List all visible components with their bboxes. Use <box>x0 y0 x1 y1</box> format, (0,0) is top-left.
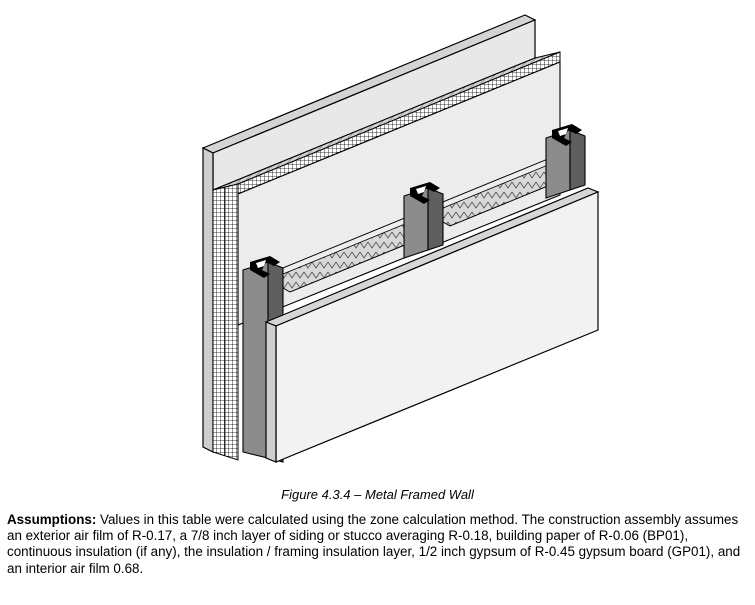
assumptions-paragraph: Assumptions: Values in this table were c… <box>7 512 749 577</box>
metal-stud-right <box>545 124 586 199</box>
sheathing-layers <box>212 51 561 461</box>
exterior-siding-panel <box>201 14 537 453</box>
assumptions-text: Values in this table were calculated usi… <box>7 512 741 576</box>
metal-stud-middle <box>403 182 444 259</box>
assumptions-label: Assumptions: <box>7 512 97 527</box>
interior-gypsum-board <box>264 187 600 463</box>
figure-caption: Figure 4.3.4 – Metal Framed Wall <box>281 487 474 502</box>
metal-framed-wall-illustration <box>201 14 600 463</box>
